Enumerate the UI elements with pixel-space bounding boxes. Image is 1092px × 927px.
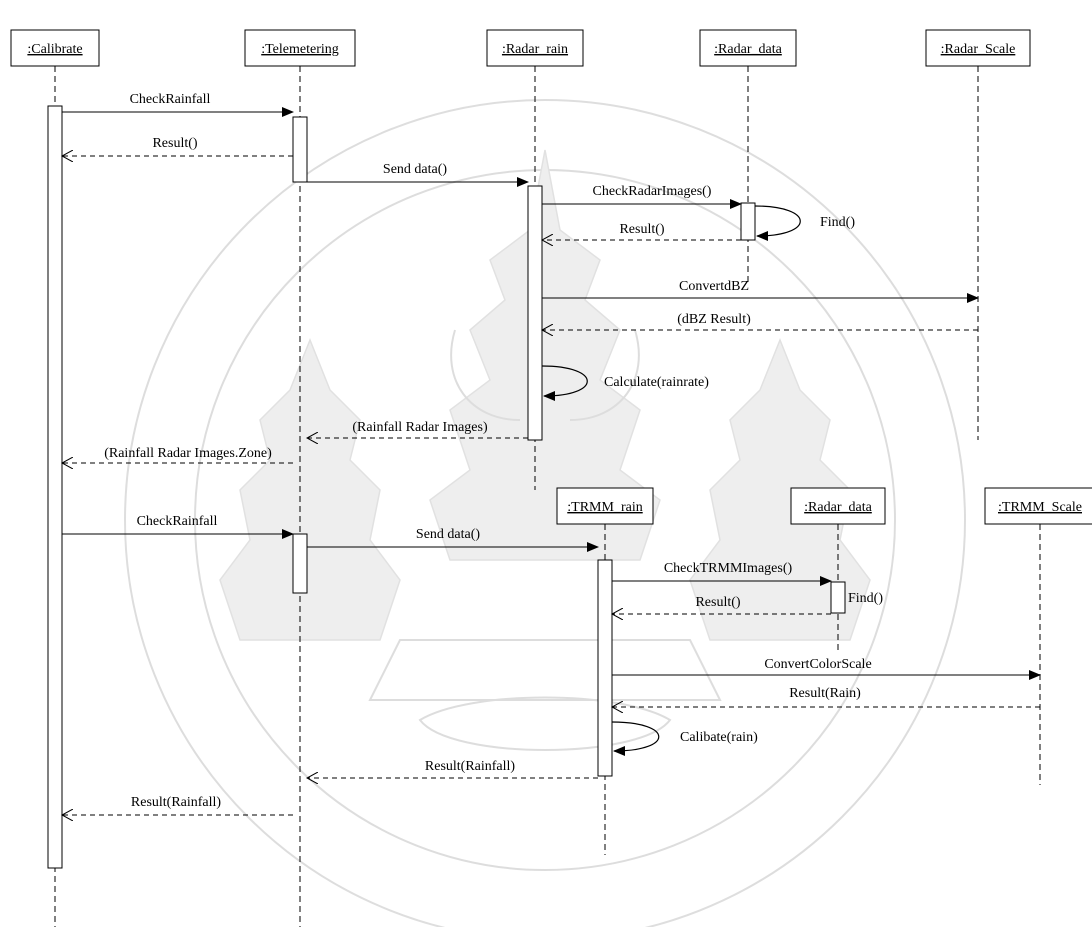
message-m5: Find() (754, 205, 855, 241)
lifeline-label: :Radar_rain (502, 42, 568, 57)
message-m14: CheckTRMMImages() (612, 561, 832, 586)
lifeline-header-box: :Radar_data (699, 29, 797, 67)
lifeline-header-box: :TRMM_rain (556, 487, 654, 525)
self-call-arrow (541, 365, 588, 401)
message-m16: Result() (612, 595, 831, 614)
lifeline-label: :Radar_Scale (941, 42, 1016, 57)
message-label: (dBZ Result) (677, 312, 751, 327)
message-m20: Result(Rainfall) (307, 759, 598, 778)
lifeline-label: :TRMM_Scale (998, 500, 1082, 515)
activation-bar-telemetering (292, 116, 308, 183)
message-m18: Result(Rain) (612, 686, 1040, 707)
message-label: ConvertColorScale (764, 657, 871, 672)
message-m12: CheckRainfall (62, 514, 294, 539)
message-m21: Result(Rainfall) (62, 795, 293, 815)
activation-bars (47, 105, 846, 869)
lifeline-label: :Calibrate (27, 42, 82, 57)
message-m15: Find() (848, 591, 883, 606)
lifeline-header-box: :Radar_Scale (925, 29, 1031, 67)
message-label: CheckRainfall (130, 92, 211, 107)
message-m8: (dBZ Result) (542, 312, 978, 330)
lifeline-header-box: :Radar_data (790, 487, 886, 525)
message-label: Send data() (383, 162, 447, 177)
message-m3: Send data() (307, 162, 529, 187)
self-call-arrow (611, 721, 660, 756)
lifeline-radar-rain: :Radar_rain (486, 29, 584, 490)
activation-bar-calibrate (47, 105, 63, 869)
lifeline-label: :Radar_data (714, 42, 782, 57)
message-m4: CheckRadarImages() (542, 184, 742, 209)
message-label: Result(Rain) (789, 686, 861, 701)
message-label: Send data() (416, 527, 480, 542)
message-label: CheckTRMMImages() (664, 561, 793, 576)
activation-bar-trmm-rain (597, 559, 613, 777)
activation-bar-radar-rain (527, 185, 543, 441)
message-m10: (Rainfall Radar Images) (307, 420, 528, 438)
message-label: (Rainfall Radar Images.Zone) (104, 446, 272, 461)
message-label: Calibate(rain) (680, 730, 758, 745)
message-m7: ConvertdBZ (542, 279, 979, 303)
message-label: Result() (619, 222, 664, 237)
lifeline-header-box: :TRMM_Scale (984, 487, 1092, 525)
message-m11: (Rainfall Radar Images.Zone) (62, 446, 293, 463)
activation-bar-radar-data-2 (830, 581, 846, 614)
lifeline-header-box: :Radar_rain (486, 29, 584, 67)
lifeline-telemetering: :Telemetering (244, 29, 356, 927)
message-label: CheckRainfall (137, 514, 218, 529)
lifeline-label: :Telemetering (261, 42, 339, 57)
activation-bar-radar-data-1 (740, 202, 756, 241)
message-label: ConvertdBZ (679, 279, 749, 294)
lifeline-header-box: :Telemetering (244, 29, 356, 67)
message-m2: Result() (62, 136, 293, 156)
message-label: CheckRadarImages() (593, 184, 712, 199)
message-label: Result(Rainfall) (425, 759, 516, 774)
lifeline-label: :TRMM_rain (567, 500, 642, 515)
lifeline-trmm-scale: :TRMM_Scale (984, 487, 1092, 785)
message-label: Calculate(rainrate) (604, 375, 709, 390)
message-label: Find() (848, 591, 883, 606)
message-label: Result(Rainfall) (131, 795, 222, 810)
message-label: Result() (695, 595, 740, 610)
watermark-seal (124, 99, 966, 927)
lifeline-radar-scale: :Radar_Scale (925, 29, 1031, 440)
message-label: Find() (820, 215, 855, 230)
message-m13: Send data() (307, 527, 599, 552)
lifeline-header-box: :Calibrate (10, 29, 100, 67)
activation-bar-telemetering (292, 533, 308, 594)
message-m19: Calibate(rain) (611, 721, 758, 756)
lifeline-label: :Radar_data (804, 500, 872, 515)
message-label: (Rainfall Radar Images) (352, 420, 488, 435)
message-label: Result() (152, 136, 197, 151)
message-m6: Result() (542, 222, 741, 240)
lifeline-radar-data-1: :Radar_data (699, 29, 797, 285)
message-m9: Calculate(rainrate) (541, 365, 709, 401)
message-m1: CheckRainfall (62, 92, 294, 117)
lifeline-radar-data-2: :Radar_data (790, 487, 886, 650)
message-m17: ConvertColorScale (612, 657, 1041, 680)
self-call-arrow (754, 205, 801, 241)
